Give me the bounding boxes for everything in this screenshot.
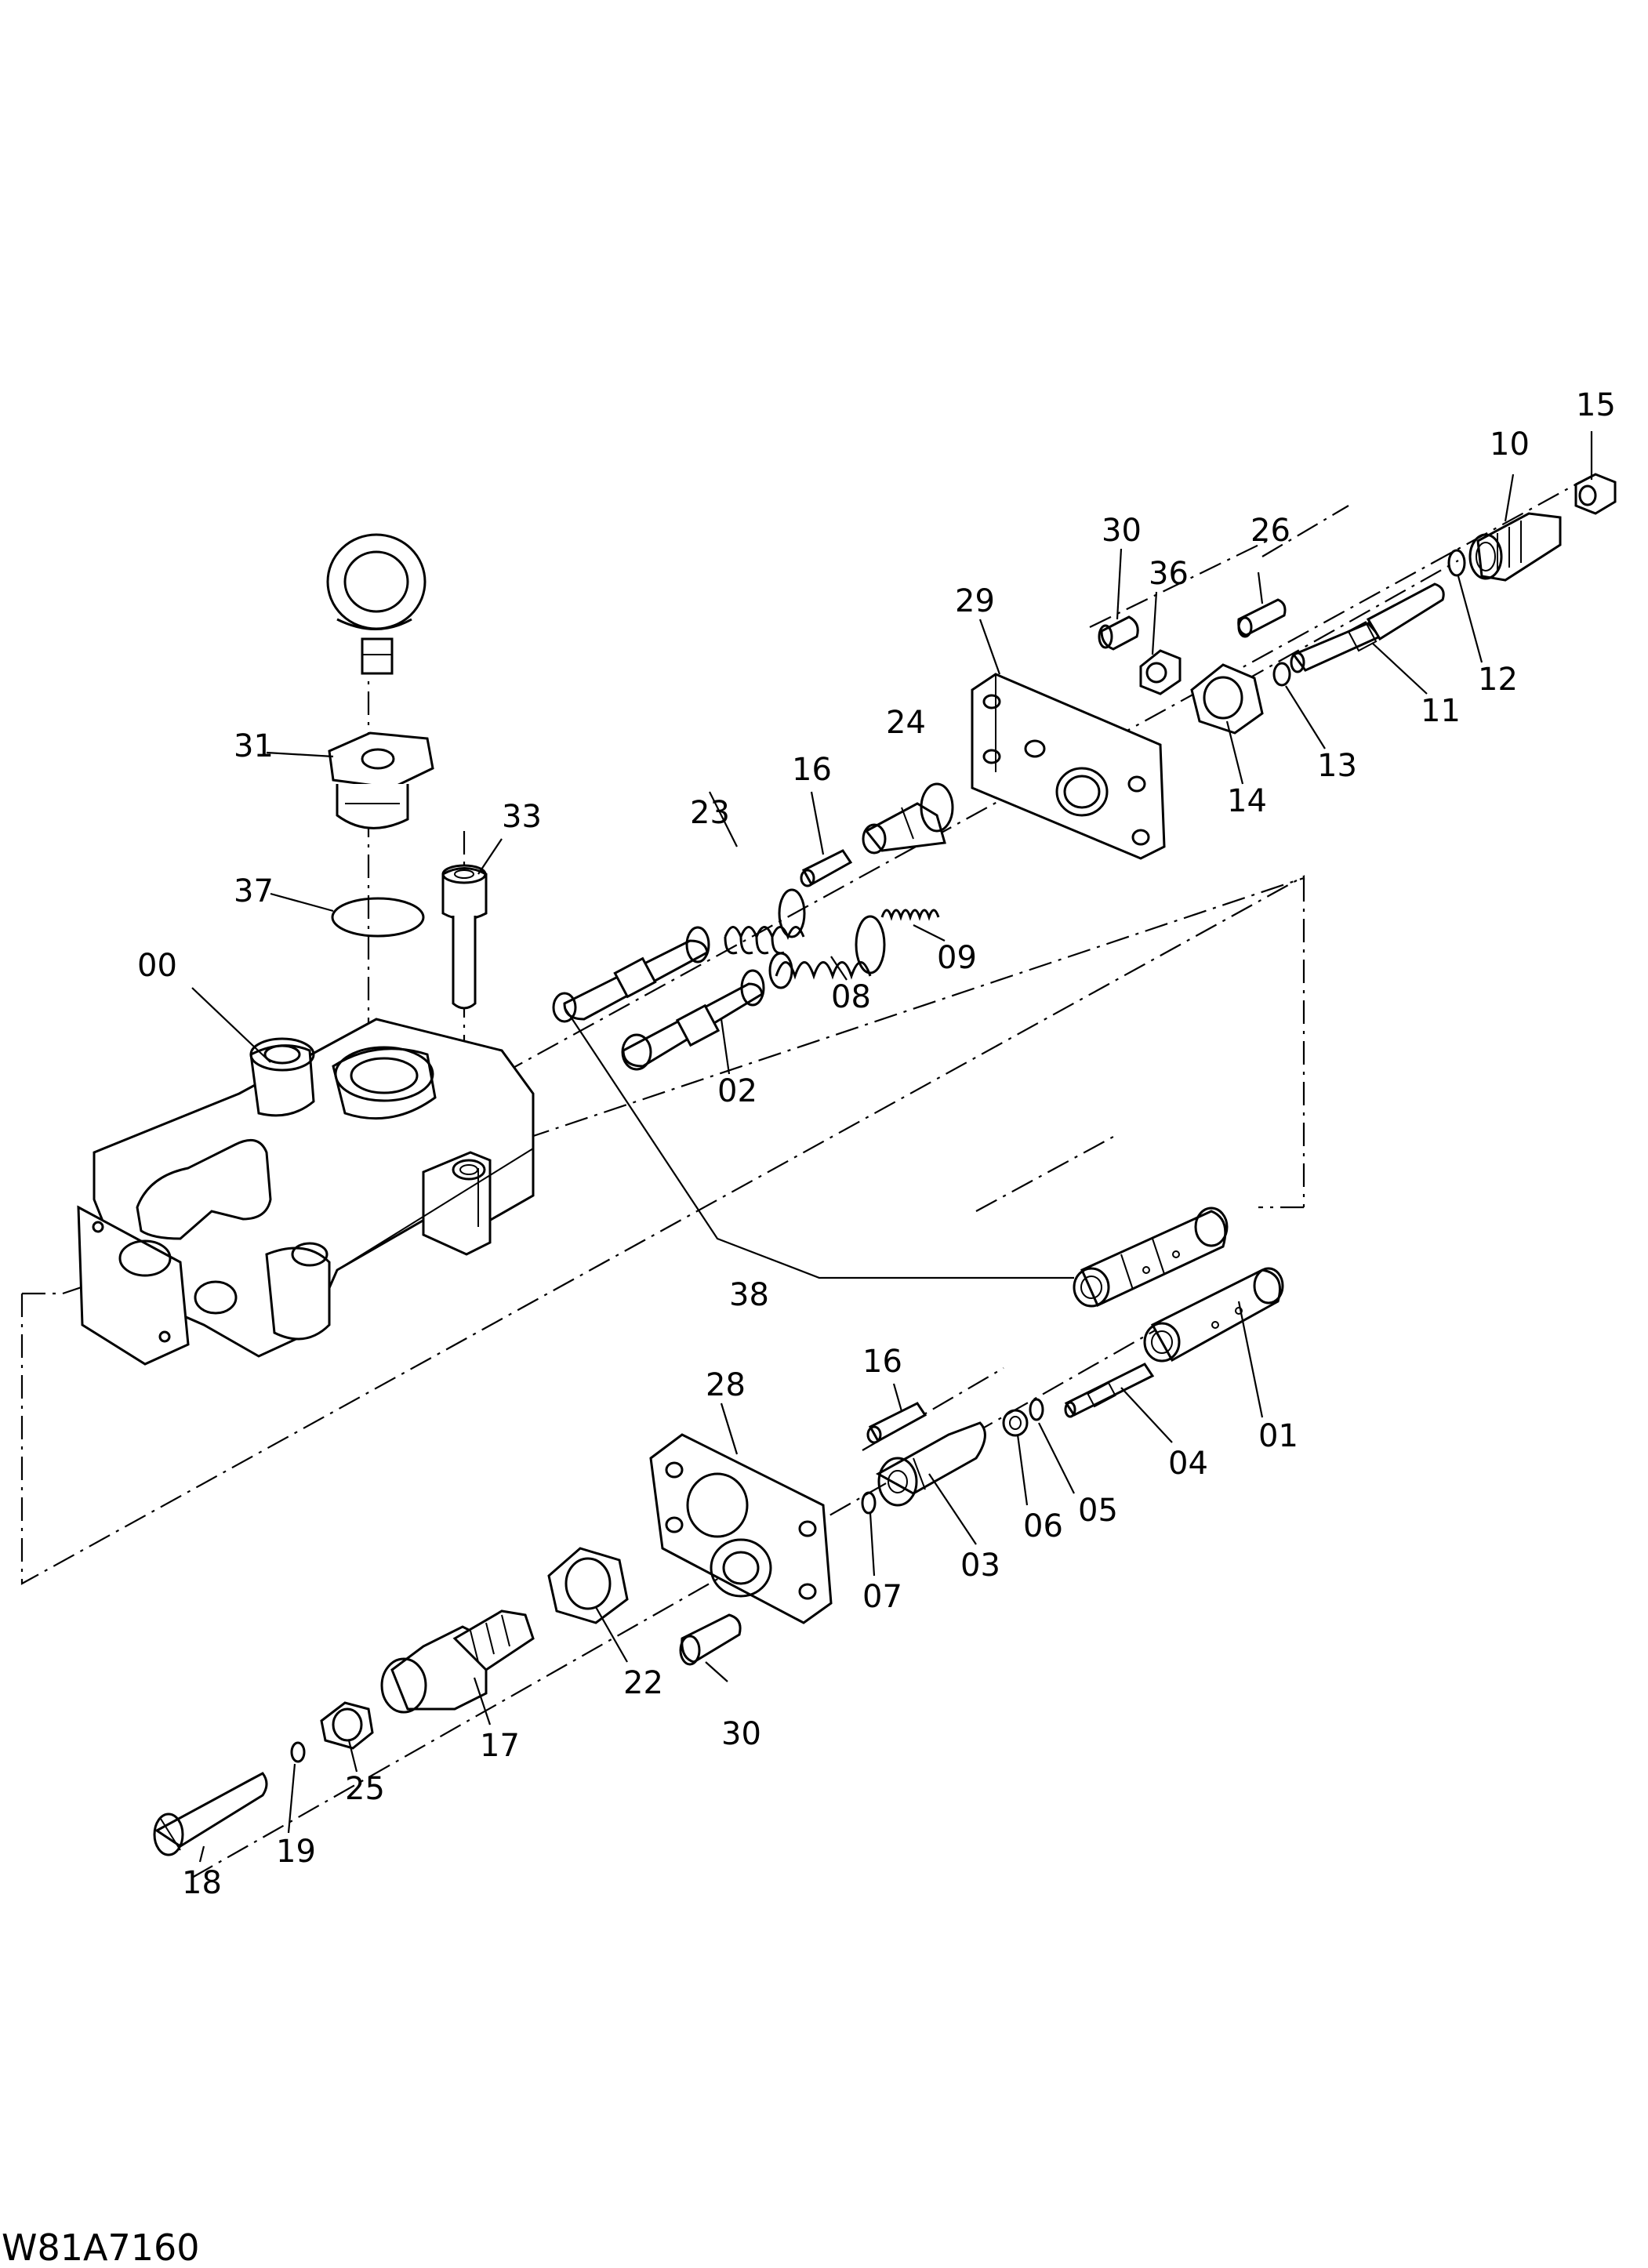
nut-25 — [320, 1701, 374, 1750]
callout-36: 36 — [1149, 556, 1189, 592]
leader-lines — [191, 431, 1593, 1863]
callout-17: 17 — [480, 1728, 520, 1764]
callout-labels: 00 01 02 03 04 05 06 07 08 09 10 11 12 1… — [137, 387, 1616, 1901]
callout-30-lower: 30 — [721, 1716, 761, 1752]
callout-16-lower: 16 — [862, 1344, 902, 1380]
set-screw-16-lower — [866, 1402, 927, 1444]
callout-13: 13 — [1317, 748, 1357, 784]
callout-07: 07 — [862, 1579, 902, 1615]
adjusting-rod-11 — [1290, 582, 1445, 673]
callout-03: 03 — [960, 1548, 1000, 1584]
o-ring-19 — [290, 1741, 306, 1763]
callout-38: 38 — [729, 1277, 769, 1313]
o-ring — [331, 897, 425, 938]
callout-24: 24 — [886, 705, 926, 741]
callout-09: 09 — [937, 940, 977, 976]
o-ring-05 — [1029, 1398, 1044, 1421]
callout-26: 26 — [1251, 513, 1290, 549]
cartridge-17 — [380, 1609, 535, 1714]
callout-14: 14 — [1227, 783, 1267, 819]
spring-09 — [880, 909, 940, 921]
callout-19: 19 — [276, 1834, 316, 1870]
callout-04: 04 — [1168, 1446, 1208, 1482]
socket-bolt-33 — [441, 864, 488, 1010]
poppet-24 — [862, 782, 954, 855]
callout-37: 37 — [234, 873, 274, 909]
sleeve-38 — [1073, 1207, 1229, 1308]
bolt-30-upper — [1098, 615, 1139, 651]
callout-16-upper: 16 — [792, 752, 832, 788]
valve-body — [77, 1018, 535, 1366]
callout-08: 08 — [831, 979, 871, 1015]
callout-33: 33 — [502, 799, 542, 835]
threaded-body-10 — [1468, 512, 1562, 582]
nut-36 — [1139, 649, 1182, 695]
callout-28: 28 — [706, 1367, 746, 1403]
callout-02: 02 — [717, 1073, 757, 1109]
spool-upper — [552, 926, 710, 1023]
cover-plate-29 — [971, 673, 1166, 860]
adjust-screw-18 — [153, 1772, 268, 1856]
o-ring-13 — [1272, 662, 1291, 687]
cap-nut-15 — [1574, 473, 1617, 515]
callout-31: 31 — [234, 728, 274, 764]
callout-15: 15 — [1576, 387, 1616, 423]
sleeve-01 — [1143, 1267, 1284, 1363]
drawing-code: W81A7160 — [2, 2226, 200, 2268]
callout-30-upper: 30 — [1102, 513, 1142, 549]
callout-12: 12 — [1478, 662, 1518, 698]
spring-08 — [768, 915, 886, 989]
o-ring-12 — [1447, 549, 1466, 577]
nut-14 — [1190, 663, 1264, 735]
callout-01: 01 — [1258, 1418, 1298, 1454]
bolt-30-lower — [679, 1613, 742, 1666]
spring-23 — [724, 888, 806, 955]
nut-22 — [547, 1547, 629, 1624]
pin-26 — [1237, 598, 1287, 638]
o-ring-07 — [861, 1491, 877, 1515]
callout-29: 29 — [955, 583, 995, 619]
poppet-03 — [875, 1421, 986, 1507]
spool-02 — [621, 969, 765, 1071]
callout-25: 25 — [345, 1771, 385, 1807]
hex-plug — [328, 731, 434, 829]
callout-23: 23 — [690, 795, 730, 831]
callout-05: 05 — [1078, 1493, 1118, 1529]
callout-11: 11 — [1421, 693, 1461, 729]
callout-06: 06 — [1023, 1508, 1063, 1544]
eye-bolt — [326, 533, 427, 675]
callout-10: 10 — [1490, 426, 1530, 463]
callout-18: 18 — [182, 1865, 222, 1901]
set-screw-16-upper — [800, 849, 853, 887]
washer-06 — [1002, 1409, 1029, 1437]
flange-plate-28 — [649, 1433, 833, 1624]
pin-04 — [1064, 1363, 1155, 1418]
callout-22: 22 — [623, 1665, 663, 1701]
callout-00: 00 — [137, 948, 177, 984]
